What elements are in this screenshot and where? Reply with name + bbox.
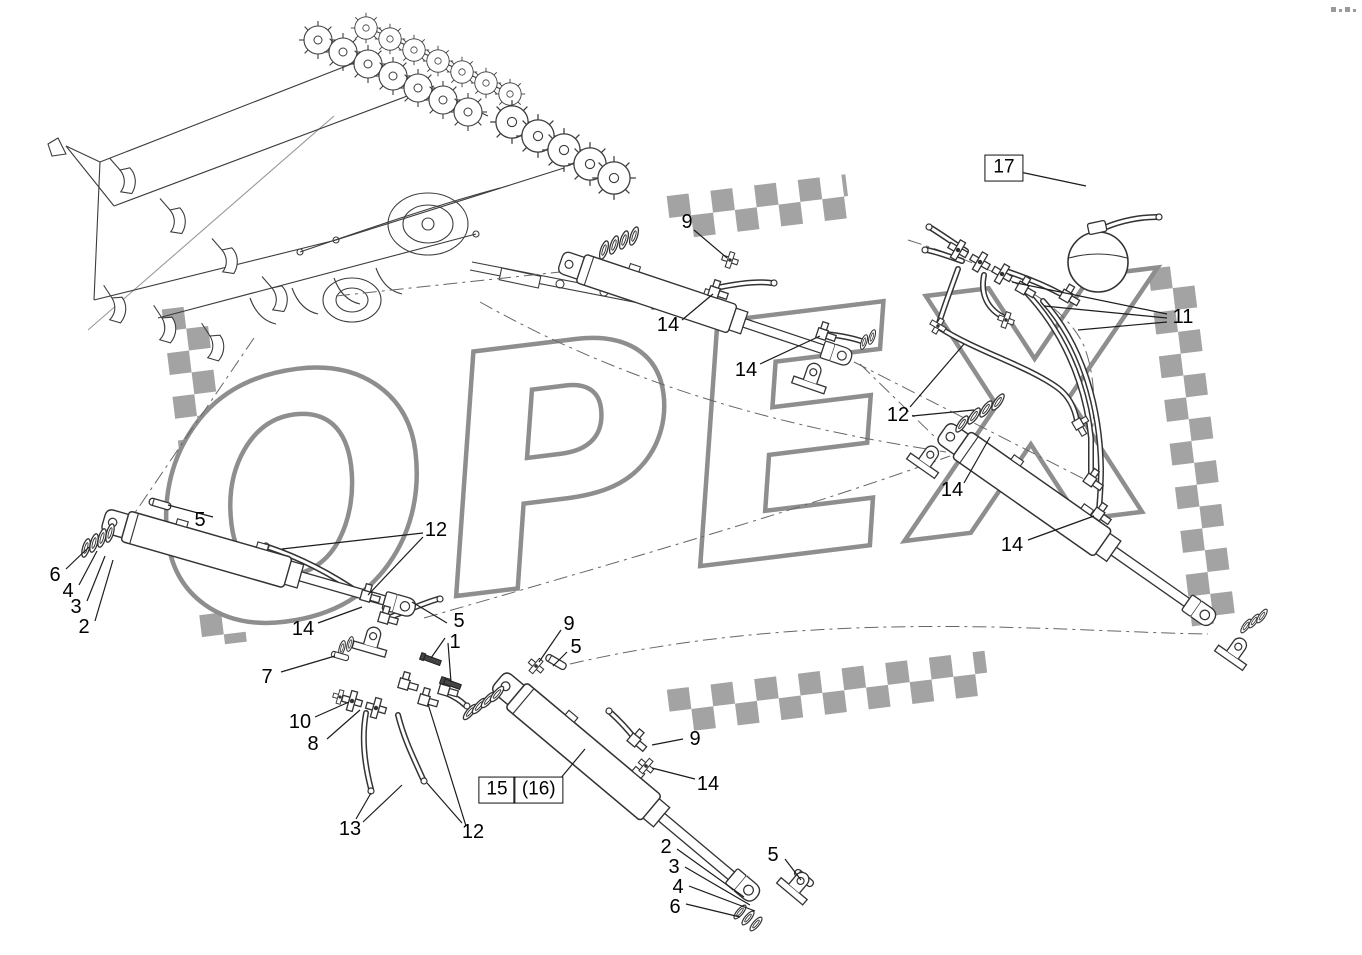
callout-label: 2 bbox=[78, 616, 90, 638]
callout-label: 1 bbox=[449, 631, 461, 653]
callout-label: 14 bbox=[291, 618, 315, 640]
callout-label: 12 bbox=[461, 821, 485, 843]
callout-label: 9 bbox=[689, 728, 701, 750]
leader-lines bbox=[65, 171, 1168, 918]
ref-box-17: 17 bbox=[984, 154, 1024, 182]
callout-label: 5 bbox=[453, 610, 465, 632]
callout-label: 12 bbox=[424, 519, 448, 541]
callout-label: 3 bbox=[668, 856, 680, 878]
callout-label: 4 bbox=[62, 580, 74, 602]
ref-box-15-16: 15 (16) bbox=[478, 776, 564, 804]
callout-label: 5 bbox=[570, 636, 582, 658]
callout-label: 2 bbox=[660, 836, 672, 858]
callout-label: 8 bbox=[307, 733, 319, 755]
callout-label: 14 bbox=[696, 773, 720, 795]
callout-label: 14 bbox=[656, 314, 680, 336]
callout-label: 14 bbox=[1000, 534, 1024, 556]
watermark-steps bbox=[161, 174, 1236, 734]
callout-label: 14 bbox=[734, 359, 758, 381]
callout-label: 11 bbox=[1172, 306, 1194, 328]
corner-marks bbox=[1331, 7, 1356, 12]
callout-label: 9 bbox=[681, 211, 693, 233]
callout-label: 6 bbox=[49, 564, 61, 586]
callout-label: 14 bbox=[940, 479, 964, 501]
callout-label: 13 bbox=[338, 818, 362, 840]
callout-label: 12 bbox=[886, 404, 910, 426]
callout-label: 7 bbox=[261, 666, 273, 688]
callout-label: 5 bbox=[767, 844, 779, 866]
accumulator bbox=[1067, 219, 1129, 293]
watermark: OPEX bbox=[127, 174, 1236, 734]
ref-box-16: (16) bbox=[513, 776, 564, 804]
callout-label: 10 bbox=[288, 711, 312, 733]
callout-label: 4 bbox=[672, 876, 684, 898]
callout-label: 9 bbox=[563, 613, 575, 635]
callout-label: 3 bbox=[70, 596, 82, 618]
watermark-text: OPEX bbox=[130, 203, 1197, 709]
callout-label: 6 bbox=[669, 896, 681, 918]
callout-label: 5 bbox=[194, 509, 206, 531]
ref-box-15: 15 bbox=[478, 776, 516, 804]
